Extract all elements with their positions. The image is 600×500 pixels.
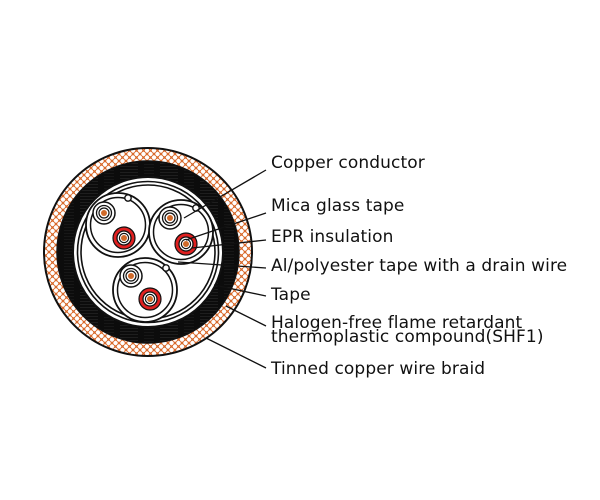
copper-conductor — [167, 215, 173, 221]
label-tape: Tape — [271, 285, 311, 305]
label-sheath-line2: thermoplastic compound(SHF1) — [271, 327, 544, 347]
leader-sheath — [225, 305, 267, 327]
drain-wire — [124, 194, 132, 202]
copper-conductor — [128, 273, 134, 279]
label-al-polyester-tape: Al/polyester tape with a drain wire — [271, 256, 568, 276]
leader-tape — [213, 284, 267, 297]
copper-conductor — [101, 210, 107, 216]
label-sheath-line1: Halogen-free flame retardant — [271, 313, 523, 333]
label-epr-insulation: EPR insulation — [271, 227, 394, 247]
drain-wire — [162, 264, 170, 272]
leader-al-polyester-tape — [177, 261, 267, 269]
copper-conductor — [121, 235, 127, 241]
triad-3 — [112, 257, 178, 323]
copper-conductor — [183, 241, 189, 247]
copper-conductor — [147, 296, 153, 302]
leader-braid — [205, 337, 267, 369]
leader-epr-insulation — [191, 239, 267, 249]
leader-copper-conductor — [183, 169, 267, 219]
triad-tape — [89, 196, 147, 254]
label-copper-conductor: Copper conductor — [271, 153, 425, 173]
triad-1 — [85, 192, 151, 258]
triad-tape — [116, 261, 174, 319]
leader-mica-glass-tape — [185, 212, 267, 241]
label-sheath: Halogen-free flame retardant thermoplast… — [271, 313, 544, 347]
label-braid: Tinned copper wire braid — [271, 359, 486, 379]
leader-lines — [177, 169, 267, 369]
triad-2 — [148, 199, 214, 265]
cable-body — [43, 147, 253, 357]
label-mica-glass-tape: Mica glass tape — [271, 196, 405, 216]
